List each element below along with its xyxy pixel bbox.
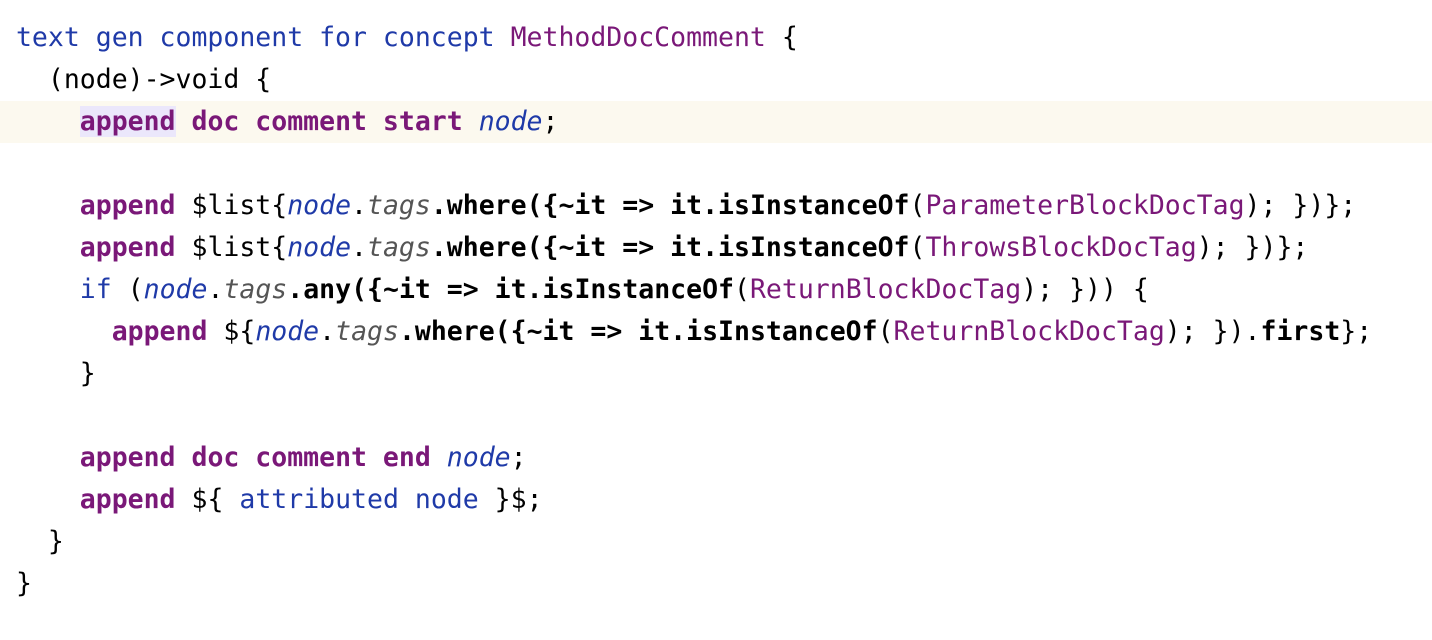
code-line-3-current[interactable]: append doc comment start node; bbox=[0, 101, 1432, 143]
attributed-node-keyword: attributed node bbox=[239, 484, 479, 515]
code-line-10[interactable] bbox=[0, 395, 1432, 437]
doc-comment-start-keyword: doc comment start bbox=[191, 106, 463, 137]
where-call: .where({~it => it. bbox=[398, 316, 687, 347]
close-brace: } bbox=[47, 526, 64, 557]
macro-close: }$; bbox=[494, 484, 543, 515]
concept-header-keywords: text gen component for concept bbox=[15, 22, 495, 53]
concept-reference[interactable]: ParameterBlockDocTag bbox=[925, 190, 1245, 221]
closing-tokens: ); })}; bbox=[1244, 190, 1357, 221]
closing-tokens: ); })) { bbox=[1021, 274, 1149, 305]
code-line-1[interactable]: text gen component for concept MethodDoc… bbox=[0, 17, 1432, 59]
semicolon: ; bbox=[542, 106, 559, 137]
code-line-7[interactable]: if (node.tags.any({~it => it.isInstanceO… bbox=[0, 269, 1432, 311]
tags-property: tags bbox=[335, 316, 399, 347]
any-call: .any({~it => it. bbox=[287, 274, 543, 305]
isinstanceof-call: isInstanceOf bbox=[542, 274, 734, 305]
concept-reference[interactable]: ReturnBlockDocTag bbox=[893, 316, 1165, 347]
code-line-9[interactable]: } bbox=[0, 353, 1432, 395]
doc-comment-end-keyword: doc comment end bbox=[191, 442, 431, 473]
append-keyword: append bbox=[79, 232, 176, 263]
code-line-13[interactable]: } bbox=[0, 521, 1432, 563]
node-param: node bbox=[287, 190, 352, 221]
isinstanceof-call: isInstanceOf bbox=[718, 232, 910, 263]
dot: . bbox=[207, 274, 224, 305]
semicolon: ; bbox=[510, 442, 527, 473]
append-keyword[interactable]: append bbox=[79, 106, 176, 137]
isinstanceof-call: isInstanceOf bbox=[718, 190, 910, 221]
isinstanceof-call: isInstanceOf bbox=[686, 316, 878, 347]
paren: ( bbox=[734, 274, 750, 305]
node-param: node bbox=[446, 442, 511, 473]
dot: . bbox=[351, 190, 368, 221]
first-call: first bbox=[1260, 316, 1341, 347]
list-macro: $list{ bbox=[191, 232, 288, 263]
append-keyword: append bbox=[79, 484, 176, 515]
tags-property: tags bbox=[367, 190, 431, 221]
code-line-14[interactable]: } bbox=[0, 563, 1432, 605]
paren: ( bbox=[127, 274, 144, 305]
paren: ( bbox=[909, 232, 926, 263]
code-editor[interactable]: text gen component for concept MethodDoc… bbox=[0, 17, 1432, 605]
closing-tokens: }; bbox=[1340, 316, 1373, 347]
if-keyword: if bbox=[79, 274, 112, 305]
append-keyword: append bbox=[111, 316, 208, 347]
code-line-6[interactable]: append $list{node.tags.where({~it => it.… bbox=[0, 227, 1432, 269]
code-line-4[interactable] bbox=[0, 143, 1432, 185]
closing-tokens: ); }). bbox=[1164, 316, 1261, 347]
paren: ( bbox=[909, 190, 926, 221]
node-param: node bbox=[478, 106, 543, 137]
function-signature: (node)->void { bbox=[47, 64, 272, 95]
node-param: node bbox=[255, 316, 320, 347]
node-param: node bbox=[143, 274, 208, 305]
code-line-11[interactable]: append doc comment end node; bbox=[0, 437, 1432, 479]
concept-reference[interactable]: ThrowsBlockDocTag bbox=[925, 232, 1197, 263]
concept-reference[interactable]: ReturnBlockDocTag bbox=[749, 274, 1022, 305]
append-keyword: append bbox=[79, 190, 176, 221]
code-line-2[interactable]: (node)->void { bbox=[0, 59, 1432, 101]
list-macro: $list{ bbox=[191, 190, 288, 221]
closing-tokens: ); })}; bbox=[1196, 232, 1309, 263]
macro-open: ${ bbox=[191, 484, 224, 515]
tags-property: tags bbox=[367, 232, 431, 263]
dot: . bbox=[319, 316, 336, 347]
where-call: .where({~it => it. bbox=[430, 232, 719, 263]
where-call: .where({~it => it. bbox=[430, 190, 719, 221]
code-line-8[interactable]: append ${node.tags.where({~it => it.isIn… bbox=[0, 311, 1432, 353]
paren: ( bbox=[877, 316, 894, 347]
append-keyword: append bbox=[79, 442, 176, 473]
tags-property: tags bbox=[223, 274, 288, 305]
close-brace: } bbox=[15, 568, 32, 599]
code-line-5[interactable]: append $list{node.tags.where({~it => it.… bbox=[0, 185, 1432, 227]
dot: . bbox=[351, 232, 368, 263]
close-brace: } bbox=[79, 358, 96, 389]
node-param: node bbox=[287, 232, 352, 263]
concept-name[interactable]: MethodDocComment bbox=[510, 22, 766, 53]
code-line-12[interactable]: append ${ attributed node }$; bbox=[0, 479, 1432, 521]
open-brace: { bbox=[781, 22, 798, 53]
macro-open: ${ bbox=[223, 316, 256, 347]
